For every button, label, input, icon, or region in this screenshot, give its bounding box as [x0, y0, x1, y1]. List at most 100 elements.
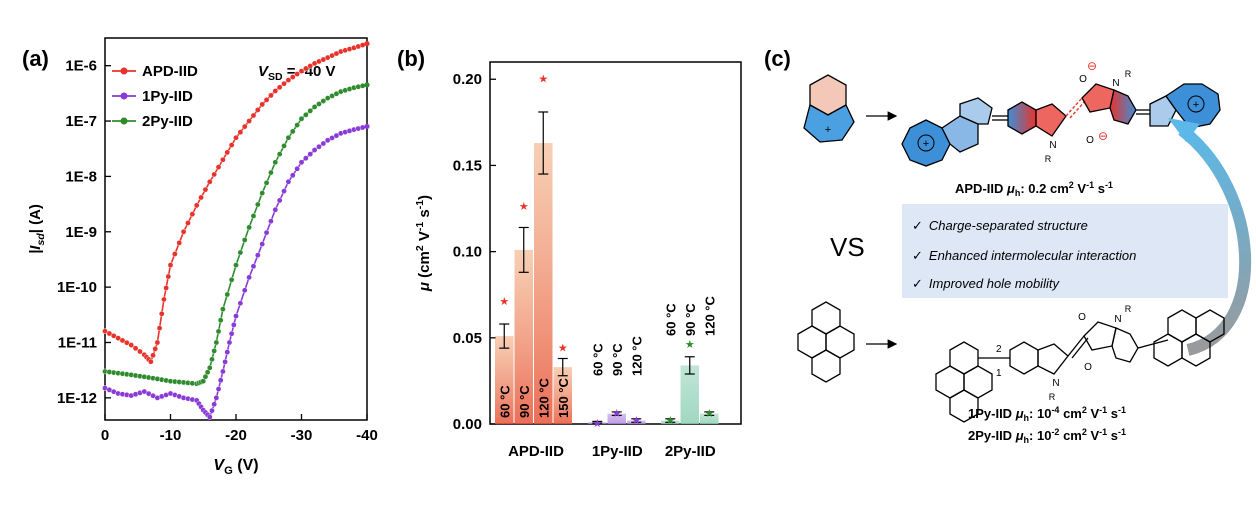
- data-point-1Py-IID: [224, 349, 231, 355]
- data-point-1Py-IID: [211, 401, 217, 408]
- data-point-1Py-IID: [298, 159, 305, 166]
- data-point-APD-IID: [172, 251, 178, 257]
- data-point-1Py-IID: [276, 197, 283, 204]
- data-point-2Py-IID: [276, 151, 283, 157]
- data-point-1Py-IID: [255, 252, 261, 258]
- data-point-1Py-IID: [311, 147, 318, 153]
- y-tick-label-b: 0.10: [453, 244, 482, 261]
- data-point-1Py-IID: [320, 140, 327, 147]
- data-point-2Py-IID: [202, 373, 209, 380]
- bar-APD-IID-1: [514, 249, 533, 424]
- mobility-bar-chart: 0.000.050.100.150.20μ (cm2 V-1 s-1)★60 °…: [414, 61, 742, 460]
- data-point-2Py-IID: [263, 180, 270, 186]
- position-1-label: 1: [996, 368, 1002, 379]
- data-point-APD-IID: [255, 107, 261, 113]
- y-tick-label-b: 0.00: [453, 416, 482, 433]
- temperature-label: 90 °C: [610, 343, 625, 376]
- data-point-2Py-IID: [255, 201, 261, 208]
- data-point-APD-IID: [276, 84, 283, 91]
- bar-1Py-IID-1: [607, 413, 626, 424]
- 2py-iid-caption: 2Py-IID μh: 10-2 cm2 V-1 s-1: [968, 427, 1126, 445]
- data-point-APD-IID: [263, 97, 270, 103]
- data-point-1Py-IID: [333, 132, 340, 139]
- versus-label: VS: [830, 232, 865, 262]
- feature-item-1: ✓Charge-separated structure: [912, 218, 1088, 234]
- data-point-APD-IID: [228, 142, 235, 148]
- data-point-APD-IID: [237, 129, 244, 135]
- temperature-label: 120 °C: [702, 295, 717, 336]
- data-point-2Py-IID: [217, 317, 224, 324]
- temperature-label: 60 °C: [497, 385, 512, 418]
- y-axis-label-a: |Isd| (A): [27, 204, 47, 254]
- data-point-APD-IID: [115, 335, 121, 341]
- atom-n-left: N: [1049, 140, 1056, 151]
- legend-label-1Py-IID: 1Py-IID: [142, 88, 193, 105]
- data-point-2Py-IID: [209, 356, 215, 363]
- atom-n-bottom-left: N: [1052, 378, 1059, 389]
- data-point-APD-IID: [106, 330, 113, 337]
- data-point-APD-IID: [158, 310, 165, 317]
- data-point-APD-IID: [220, 156, 226, 163]
- temperature-label: 90 °C: [683, 303, 698, 336]
- data-point-APD-IID: [132, 345, 139, 352]
- curved-arrow-head: [1168, 118, 1200, 142]
- data-point-1Py-IID: [215, 386, 222, 392]
- data-point-APD-IID: [285, 77, 292, 83]
- atom-n-bottom-right: N: [1114, 314, 1121, 325]
- max-marker: ★: [558, 341, 568, 354]
- panel-label-a: (a): [22, 46, 49, 71]
- data-point-APD-IID: [198, 194, 204, 201]
- data-point-APD-IID: [154, 339, 161, 346]
- data-point-APD-IID: [102, 328, 108, 334]
- temperature-label: 150 °C: [556, 377, 571, 418]
- data-point-1Py-IID: [324, 137, 331, 144]
- bar-APD-IID-0: [495, 336, 514, 424]
- x-tick-label-a: -20: [225, 427, 247, 444]
- y-tick-label-a: 1E-10: [57, 279, 97, 296]
- data-point-APD-IID: [161, 296, 167, 303]
- data-point-1Py-IID: [307, 151, 314, 157]
- max-marker: ★: [519, 200, 529, 213]
- data-point-APD-IID: [289, 74, 296, 80]
- x-tick-label-a: -30: [291, 427, 313, 444]
- data-point-APD-IID: [119, 337, 126, 344]
- data-point-2Py-IID: [213, 339, 220, 346]
- data-point-2Py-IID: [289, 128, 296, 135]
- atom-o-left: O: [1086, 135, 1094, 146]
- data-point-APD-IID: [150, 352, 156, 359]
- x-axis-label-a: VG (V): [213, 457, 258, 477]
- data-point-2Py-IID: [200, 378, 207, 384]
- minus-sign-left: ⊖: [1098, 129, 1108, 143]
- data-point-1Py-IID: [303, 155, 309, 161]
- data-point-1Py-IID: [231, 322, 237, 328]
- data-point-2Py-IID: [285, 134, 292, 141]
- atom-r-bottom-right: R: [1125, 304, 1132, 314]
- data-point-1Py-IID: [226, 339, 233, 346]
- temperature-label: 60 °C: [663, 303, 678, 336]
- group-label-1Py-IID: 1Py-IID: [592, 443, 643, 460]
- data-point-1Py-IID: [272, 206, 279, 213]
- data-point-1Py-IID: [359, 124, 366, 131]
- data-point-2Py-IID: [215, 328, 222, 335]
- max-marker: ★: [665, 414, 675, 427]
- data-point-APD-IID: [189, 211, 196, 217]
- y-tick-label-a: 1E-8: [65, 168, 97, 185]
- position-2-label: 2: [996, 344, 1002, 355]
- data-point-APD-IID: [156, 325, 163, 331]
- data-point-2Py-IID: [311, 104, 318, 110]
- curved-arrow: [1178, 125, 1251, 356]
- data-point-2Py-IID: [250, 213, 257, 219]
- atom-o-right: O: [1079, 74, 1087, 85]
- y-tick-label-a: 1E-11: [58, 334, 97, 351]
- y-axis-label-b: μ (cm2 V-1 s-1): [414, 195, 433, 292]
- data-point-2Py-IID: [204, 369, 211, 376]
- data-point-APD-IID: [202, 186, 209, 193]
- data-point-APD-IID: [246, 118, 252, 124]
- data-point-APD-IID: [167, 262, 174, 268]
- legend-marker-2Py-IID: [120, 117, 128, 125]
- temperature-label: 90 °C: [517, 385, 532, 418]
- x-tick-label-a: 0: [101, 427, 109, 444]
- panel-label-c: (c): [764, 46, 791, 71]
- data-point-2Py-IID: [272, 159, 279, 166]
- x-tick-label-a: -40: [356, 427, 378, 444]
